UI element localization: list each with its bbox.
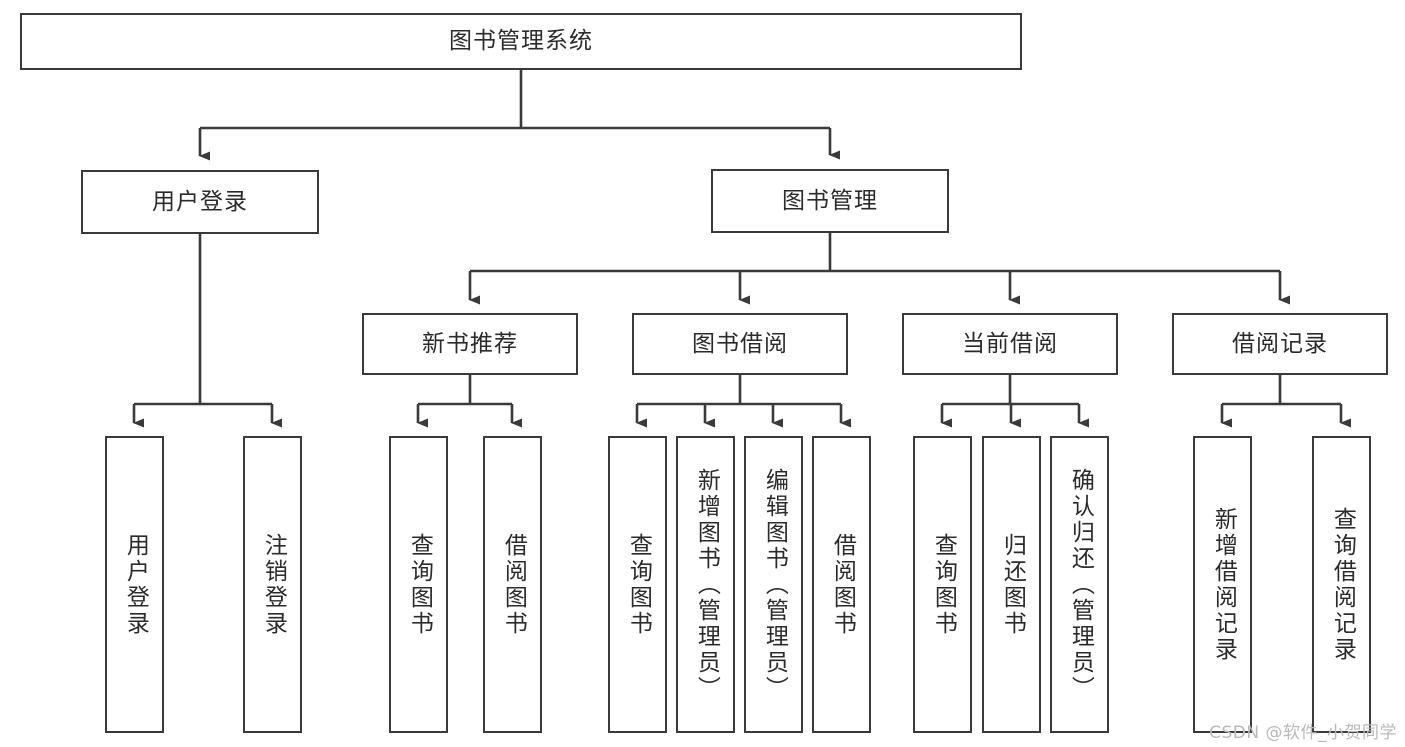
node-label: 用户登录 xyxy=(152,188,248,215)
node-leaf-user-login[interactable]: 用户登录 xyxy=(105,436,164,733)
node-label: 确认归还（管理员） xyxy=(1067,467,1094,702)
node-label: 编辑图书（管理员） xyxy=(761,467,788,702)
node-label: 查询图书 xyxy=(930,532,957,637)
node-leaf-add-book-admin[interactable]: 新增图书（管理员） xyxy=(676,436,735,733)
node-label: 归还图书 xyxy=(999,532,1026,637)
node-label: 新增图书（管理员） xyxy=(693,467,720,702)
node-label: 查询图书 xyxy=(406,532,433,637)
node-label: 图书借阅 xyxy=(692,330,788,357)
node-user-login[interactable]: 用户登录 xyxy=(81,170,319,234)
node-leaf-logout[interactable]: 注销登录 xyxy=(243,436,302,733)
node-label: 借阅图书 xyxy=(500,532,527,637)
node-current-borrow[interactable]: 当前借阅 xyxy=(902,313,1118,375)
node-leaf-query-book-recommend[interactable]: 查询图书 xyxy=(389,436,448,733)
node-leaf-confirm-return-admin[interactable]: 确认归还（管理员） xyxy=(1050,436,1109,733)
node-leaf-query-book-borrow[interactable]: 查询图书 xyxy=(608,436,667,733)
node-leaf-borrow-book-recommend[interactable]: 借阅图书 xyxy=(483,436,542,733)
node-leaf-borrow-book[interactable]: 借阅图书 xyxy=(812,436,871,733)
node-label: 图书管理 xyxy=(782,187,878,214)
node-borrow-record[interactable]: 借阅记录 xyxy=(1172,313,1388,375)
node-leaf-query-book-current[interactable]: 查询图书 xyxy=(913,436,972,733)
node-leaf-edit-book-admin[interactable]: 编辑图书（管理员） xyxy=(744,436,803,733)
node-label: 新书推荐 xyxy=(422,330,518,357)
node-label: 注销登录 xyxy=(260,532,287,637)
node-leaf-add-borrow-record[interactable]: 新增借阅记录 xyxy=(1193,436,1252,733)
node-book-management[interactable]: 图书管理 xyxy=(711,169,949,233)
node-book-management-system[interactable]: 图书管理系统 xyxy=(20,13,1022,70)
node-new-book-recommendation[interactable]: 新书推荐 xyxy=(362,313,578,375)
node-book-borrow[interactable]: 图书借阅 xyxy=(632,313,848,375)
node-leaf-query-borrow-record[interactable]: 查询借阅记录 xyxy=(1312,436,1371,733)
node-label: 查询图书 xyxy=(625,532,652,637)
node-label: 借阅记录 xyxy=(1232,330,1328,357)
watermark: CSDN @软件_小贺同学 xyxy=(1209,723,1397,743)
node-leaf-return-book[interactable]: 归还图书 xyxy=(982,436,1041,733)
node-label: 当前借阅 xyxy=(962,330,1058,357)
node-label: 查询借阅记录 xyxy=(1329,506,1356,663)
node-label: 用户登录 xyxy=(122,532,149,637)
node-label: 图书管理系统 xyxy=(449,28,593,54)
node-label: 借阅图书 xyxy=(829,532,856,637)
node-label: 新增借阅记录 xyxy=(1210,506,1237,663)
